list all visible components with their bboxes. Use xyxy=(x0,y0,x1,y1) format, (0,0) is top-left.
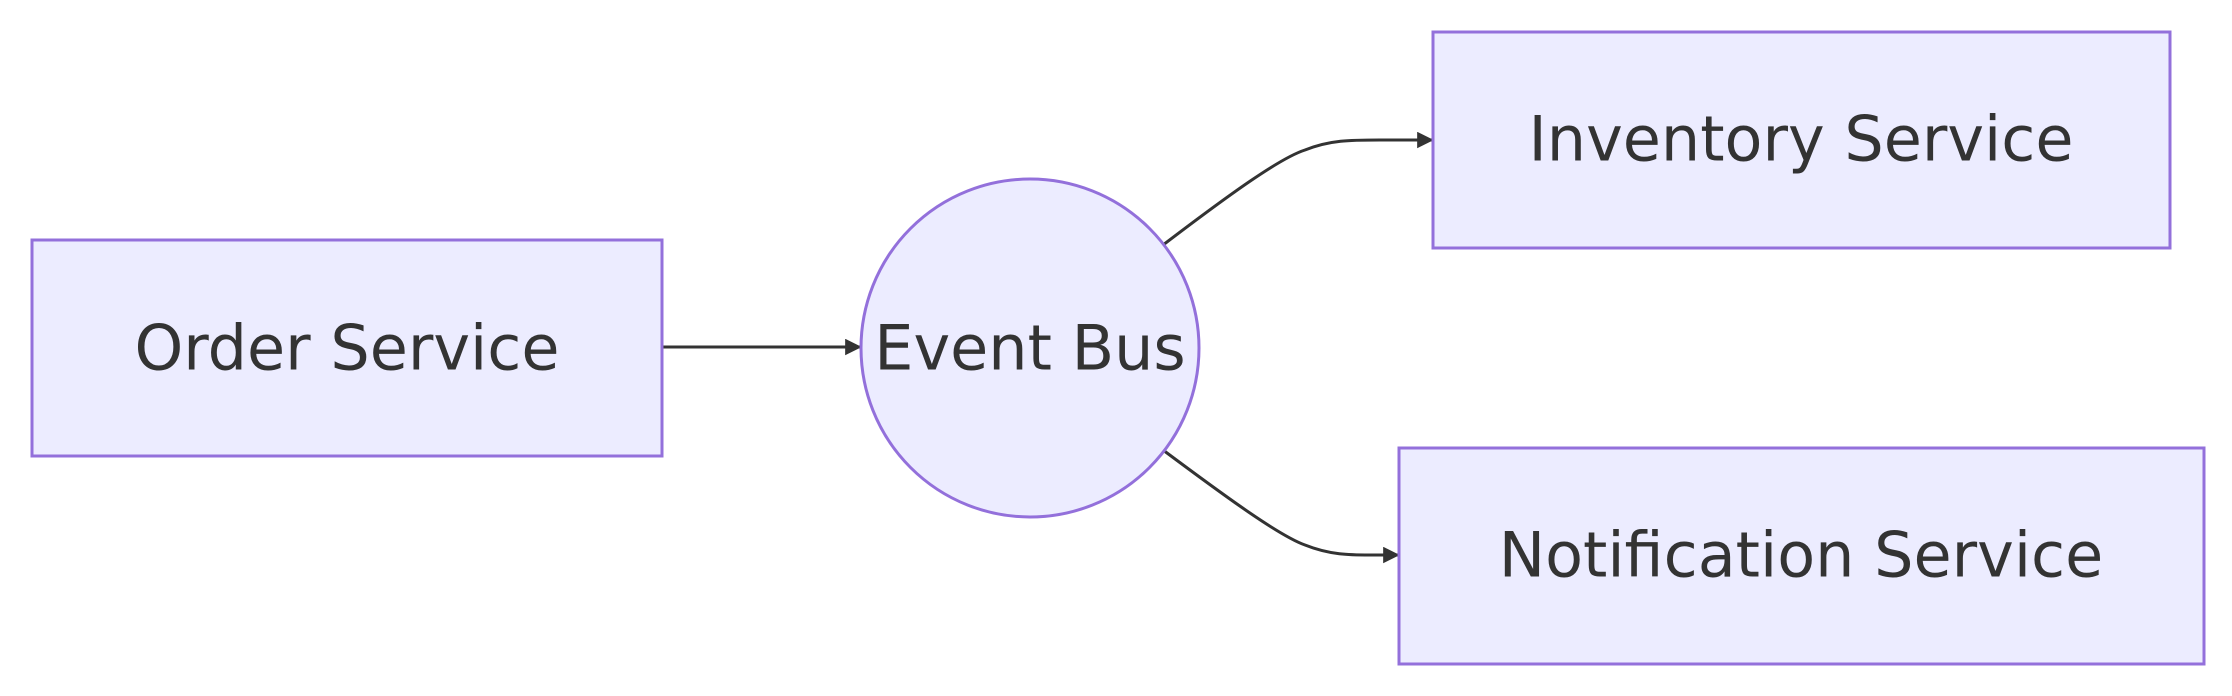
edge-bus-to-notification xyxy=(1162,448,1400,564)
node-notification-service-box xyxy=(1397,446,2206,666)
node-inventory-service-box xyxy=(1431,30,2172,250)
node-inventory-service-label: Inventory Service xyxy=(1529,103,2074,176)
node-order-service[interactable]: Order Service xyxy=(30,238,664,458)
node-event-bus[interactable]: Event Bus xyxy=(859,177,1201,519)
node-order-service-label: Order Service xyxy=(134,312,559,385)
node-event-bus-label: Event Bus xyxy=(874,312,1185,385)
node-order-service-box xyxy=(30,238,664,458)
node-notification-service[interactable]: Notification Service xyxy=(1397,446,2206,666)
node-event-bus-circle xyxy=(859,177,1201,519)
edge-bus-to-inventory xyxy=(1162,131,1434,247)
node-inventory-service[interactable]: Inventory Service xyxy=(1431,30,2172,250)
node-notification-service-label: Notification Service xyxy=(1499,519,2104,592)
